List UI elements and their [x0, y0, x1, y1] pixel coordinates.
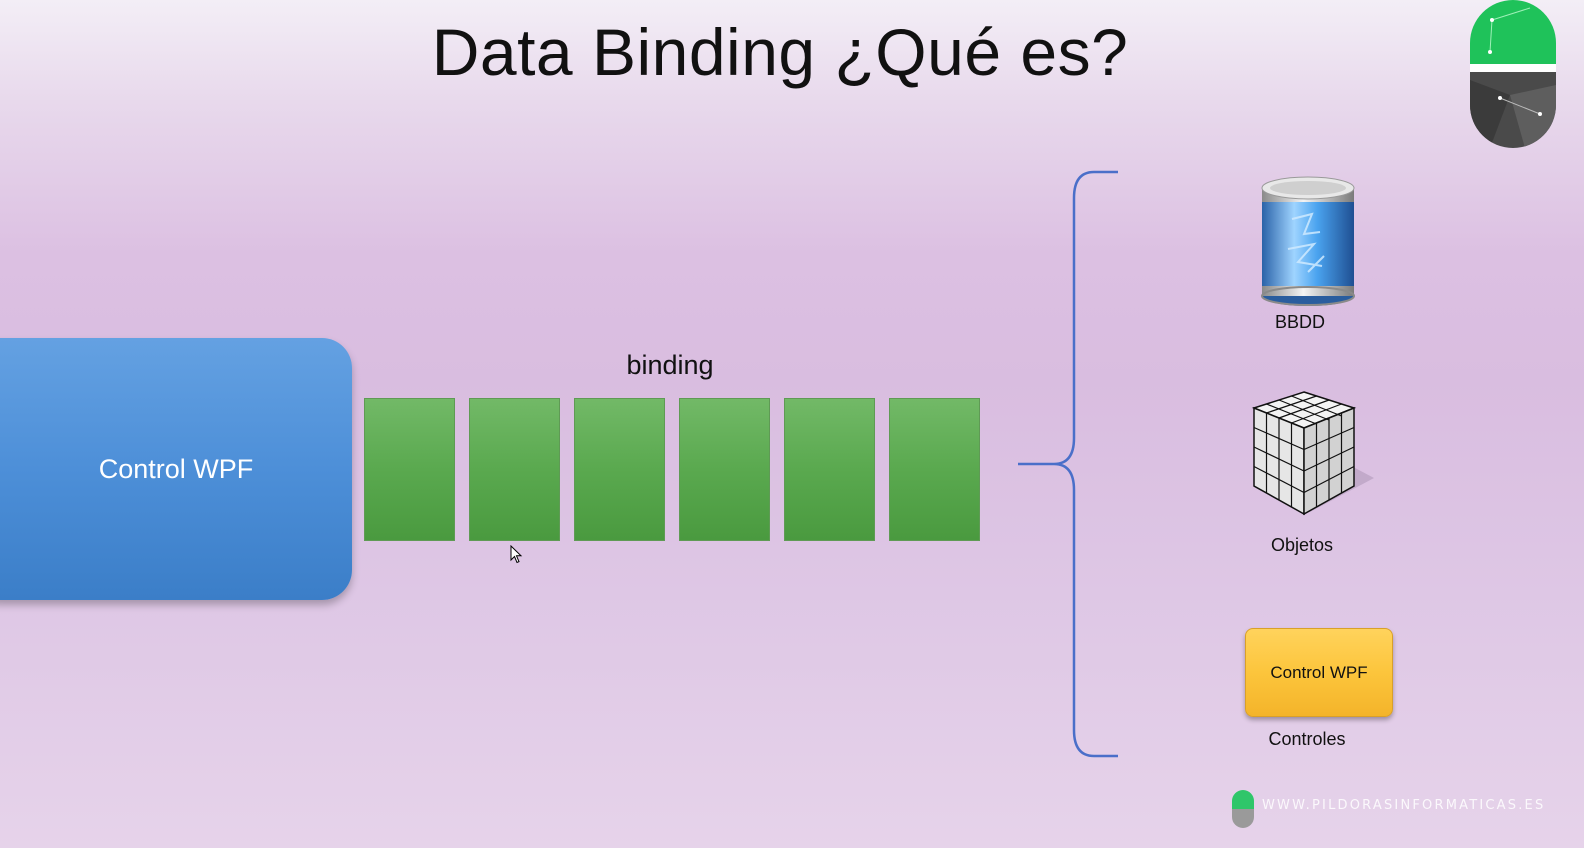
objetos-label: Objetos — [1270, 535, 1334, 555]
cube-icon — [1251, 391, 1374, 516]
binding-segment — [364, 398, 455, 541]
mouse-pointer-icon — [510, 545, 523, 564]
slide-title: Data Binding ¿Qué es? — [431, 15, 1129, 89]
binding-segment — [469, 398, 560, 541]
binding-label: binding — [626, 350, 714, 380]
binding-segment — [889, 398, 980, 541]
watermark-pill-icon — [1232, 790, 1254, 828]
control-wpf-yellow-box: Control WPF — [1245, 628, 1393, 717]
database-icon — [1261, 176, 1355, 306]
pildoras-logo-icon — [1470, 0, 1556, 148]
control-wpf-label: Control WPF — [98, 453, 254, 484]
watermark-text: WWW.PILDORASINFORMATICAS.ES — [1262, 798, 1546, 813]
watermark: WWW.PILDORASINFORMATICAS.ES — [1232, 790, 1552, 828]
control-wpf-box: Control WPF — [0, 338, 352, 600]
controles-label: Controles — [1268, 729, 1346, 749]
binding-segment — [784, 398, 875, 541]
binding-segment — [679, 398, 770, 541]
bbdd-label: BBDD — [1274, 312, 1325, 332]
binding-segment — [574, 398, 665, 541]
curly-brace — [1018, 170, 1118, 758]
